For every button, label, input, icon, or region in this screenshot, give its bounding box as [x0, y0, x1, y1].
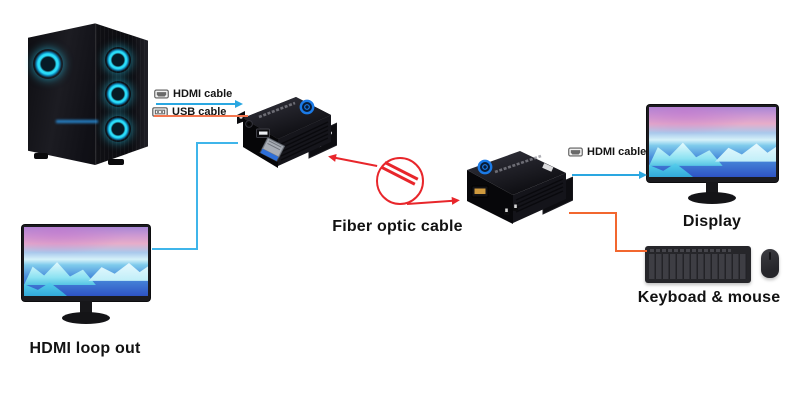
iceberg-graphic	[24, 262, 96, 285]
brand-logo	[477, 159, 493, 175]
arrowhead-icon	[639, 171, 651, 179]
iceberg-graphic	[649, 142, 723, 166]
product-text-streak	[494, 154, 542, 174]
monitor-screen	[649, 107, 776, 177]
fiber-line-left	[323, 151, 378, 167]
product-text-streak	[258, 101, 296, 119]
pc-front-fan-1	[105, 47, 131, 73]
pc-tower	[28, 22, 148, 165]
pc-foot	[34, 153, 48, 159]
keyboard-keys	[649, 254, 747, 279]
dip-switches	[504, 204, 518, 215]
keyboard-mouse-label: Keyboad & mouse	[637, 289, 781, 306]
sfp-fiber-module	[259, 136, 286, 162]
hdmi-loop-out-monitor	[22, 225, 150, 301]
keyboard-line-h1	[569, 212, 617, 214]
iceberg-graphic	[88, 263, 148, 281]
loop-out-line-v	[196, 142, 198, 250]
pc-front-fan-2	[105, 81, 131, 107]
pc-side-fan	[33, 49, 63, 79]
hdmi-cable-line-left	[156, 100, 243, 108]
keyboard-line-v	[615, 212, 617, 252]
pc-glass-panel	[28, 23, 96, 165]
box-front-face	[467, 170, 513, 224]
hdmi-cable-text: HDMI cable	[173, 88, 233, 100]
iceberg-graphic	[715, 143, 776, 162]
barcode-sticker	[542, 163, 554, 172]
hdmi-connector-icon	[568, 147, 583, 157]
keyboard-function-row	[650, 249, 731, 252]
loop-out-line-h2	[196, 142, 238, 144]
pc-foot	[108, 159, 124, 165]
fiber-optic-cable-label: Fiber optic cable	[332, 218, 463, 235]
loop-out-line-h1	[152, 248, 198, 250]
arrowhead-icon	[235, 100, 247, 108]
pc-led-strip	[56, 120, 98, 123]
display-label: Display	[682, 213, 742, 230]
monitor-stand-neck	[706, 182, 718, 194]
hdmi-cable-label-left: HDMI cable	[154, 88, 232, 100]
monitor-stand-neck	[80, 301, 92, 314]
fiber-receiver-box	[467, 151, 573, 224]
arrowhead-icon	[451, 196, 465, 205]
hdmi-cable-label-right: HDMI cable	[568, 146, 646, 158]
monitor-stand-base	[688, 192, 736, 204]
pc-front-fan-3	[105, 116, 131, 142]
hdmi-loop-out-label: HDMI loop out	[29, 340, 141, 357]
monitor-screen	[24, 227, 148, 296]
monitor-stand-base	[62, 312, 110, 324]
usb-cable-line	[154, 115, 248, 117]
keyboard	[645, 246, 751, 283]
hdmi-cable-text: HDMI cable	[587, 146, 647, 158]
fiber-line-right	[406, 196, 465, 205]
keyboard-line-h2	[615, 250, 647, 252]
hdmi-cable-line-right	[572, 171, 647, 179]
display-monitor	[647, 105, 778, 182]
hdmi-connector-icon	[154, 89, 169, 99]
fiber-coil-icon	[376, 157, 424, 205]
fiber-transmitter-box	[237, 97, 337, 168]
mouse	[761, 249, 779, 278]
box-top-face	[467, 151, 566, 195]
brand-logo	[299, 99, 315, 115]
